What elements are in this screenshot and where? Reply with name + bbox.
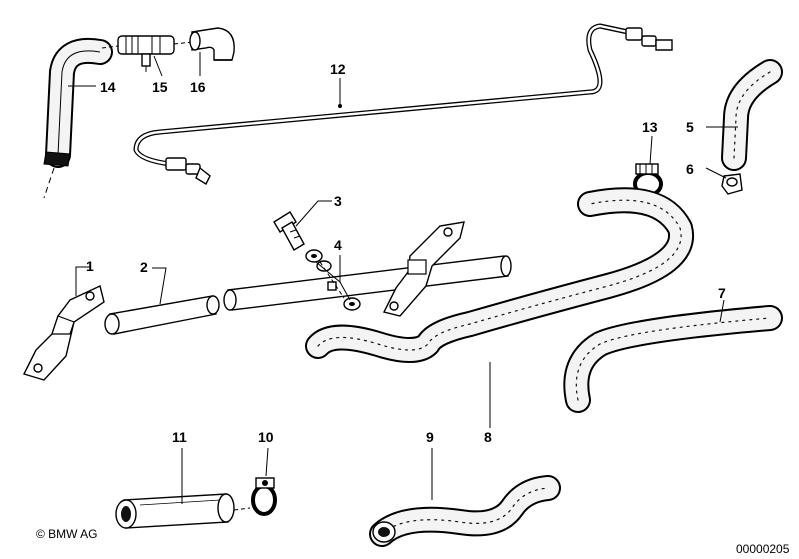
part-14-hose [43, 38, 113, 199]
callout-15: 15 [152, 79, 168, 95]
part-1-bracket-left [23, 285, 105, 381]
bracket-right [382, 221, 465, 317]
leader-lines [68, 52, 738, 504]
part-11-tube [115, 493, 251, 529]
callout-16: 16 [190, 79, 206, 95]
callout-6: 6 [686, 161, 694, 177]
callout-3: 3 [334, 193, 342, 209]
part-9-hose [369, 475, 561, 547]
part-7-hose [563, 305, 783, 413]
callout-2: 2 [140, 259, 148, 275]
part-3-bolt [273, 211, 305, 251]
callout-14: 14 [100, 79, 116, 95]
callout-5: 5 [686, 119, 694, 135]
part-10-clamp [251, 477, 277, 516]
callout-13: 13 [642, 119, 658, 135]
part-16-elbow [173, 27, 235, 61]
part-5-hose [721, 59, 783, 171]
part-8-hose [305, 187, 695, 363]
part-6-nut [721, 173, 743, 195]
callout-1: 1 [86, 258, 94, 274]
callout-7: 7 [718, 285, 726, 301]
part-2-tube [104, 255, 512, 335]
callout-4: 4 [334, 237, 342, 253]
callout-10: 10 [258, 429, 274, 445]
image-number: 00000205 [736, 542, 790, 556]
part-12-pipe [133, 23, 673, 185]
callout-12: 12 [330, 61, 346, 77]
callout-8: 8 [484, 429, 492, 445]
callout-9: 9 [426, 429, 434, 445]
part-4-washers [305, 249, 361, 311]
part-15-valve [101, 35, 175, 72]
copyright-text: © BMW AG [36, 527, 98, 541]
callout-11: 11 [172, 429, 187, 445]
